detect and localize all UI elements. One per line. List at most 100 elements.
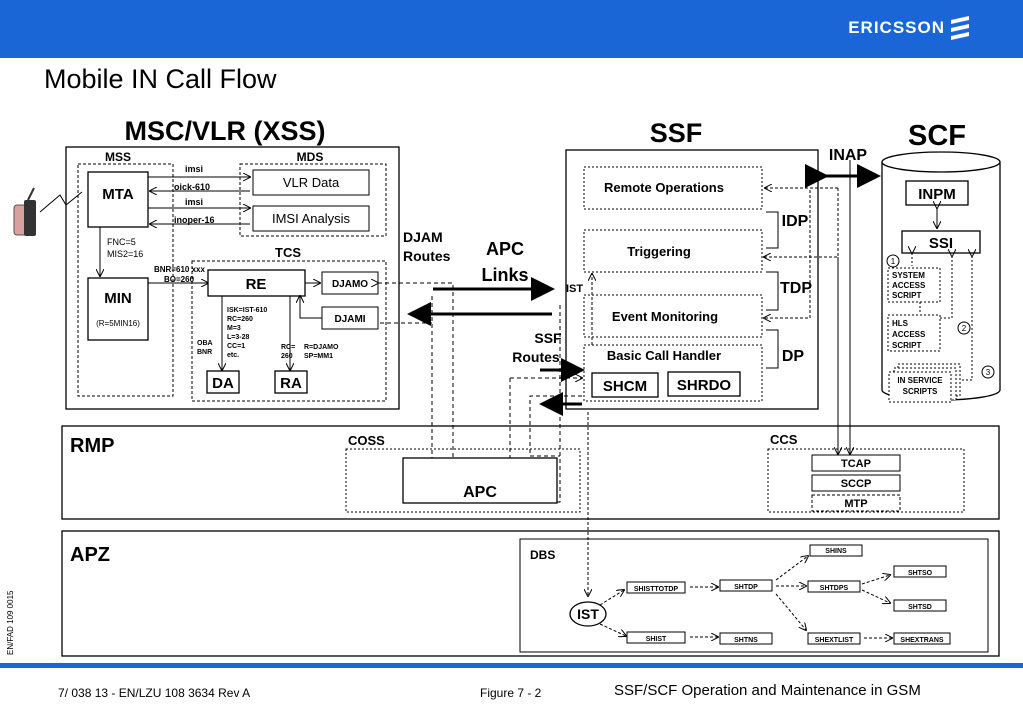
basic-call-box xyxy=(583,344,763,402)
triggering-label: Triggering xyxy=(627,244,691,259)
shisttotdp-label: SHISTTOTDP xyxy=(634,586,679,593)
imsi-analysis-label: IMSI Analysis xyxy=(272,211,351,226)
min-label: MIN xyxy=(104,290,132,307)
triggering-box xyxy=(583,229,763,273)
rc-value: 260 xyxy=(281,353,293,360)
oba-label: OBA xyxy=(197,340,213,347)
brand-name: ERICSSON xyxy=(848,18,945,37)
shextrans-label: SHEXTRANS xyxy=(900,637,944,644)
ericsson-logo-icon xyxy=(951,16,969,40)
footer-bar xyxy=(0,663,1023,668)
tcs-label: TCS xyxy=(275,245,301,260)
mta-box xyxy=(87,171,149,228)
inpm-label: INPM xyxy=(918,186,956,203)
system-access-script xyxy=(887,267,941,303)
apz-box xyxy=(61,530,1000,657)
routes-label: Routes xyxy=(403,248,451,264)
rmp-box xyxy=(61,425,1000,520)
ist-node-label: IST xyxy=(577,606,599,622)
mta-label: MTA xyxy=(102,186,134,203)
footer-course-title: SSF/SCF Operation and Maintenance in GSM xyxy=(614,682,921,699)
ssi-box xyxy=(901,230,981,254)
idp-label: IDP xyxy=(782,213,809,230)
link-imsi-1: imsi xyxy=(185,164,203,174)
page-title: Mobile IN Call Flow xyxy=(44,64,277,94)
da-label: DA xyxy=(212,375,234,392)
shextlist-box xyxy=(807,632,861,645)
shist-box xyxy=(626,631,686,644)
shtns-box xyxy=(719,632,773,645)
apz-title: APZ xyxy=(70,544,110,566)
inap-label: INAP xyxy=(829,147,868,164)
djam-label: DJAM xyxy=(403,229,443,245)
djamo-label: DJAMO xyxy=(332,279,368,290)
tdp-label: TDP xyxy=(780,280,812,297)
script-line: SCRIPT xyxy=(892,341,921,350)
shtsd-box xyxy=(893,599,947,612)
re-param: M=3 xyxy=(227,325,241,332)
script-line: SYSTEM xyxy=(892,271,925,280)
shtdp-box xyxy=(719,579,773,592)
coss-box xyxy=(345,448,581,513)
ssf-title: SSF xyxy=(650,118,703,148)
ist-node xyxy=(569,601,607,627)
shtdp-label: SHTDP xyxy=(734,584,758,591)
mss-label: MSS xyxy=(105,150,131,164)
vlr-data-label: VLR Data xyxy=(283,175,340,190)
doc-id-vertical: EN/FAD 109 0015 xyxy=(6,590,15,655)
dp-label: DP xyxy=(782,348,805,365)
scf-title: SCF xyxy=(908,120,966,152)
ist-ssf-label: IST xyxy=(566,283,583,295)
msc-box xyxy=(65,146,400,410)
ssi-label: SSI xyxy=(929,235,953,252)
mobile-phone-icon xyxy=(13,187,83,236)
re-label: RE xyxy=(246,276,267,293)
da-box xyxy=(206,370,240,394)
msc-title: MSC/VLR (XSS) xyxy=(124,116,325,146)
script-number: 3 xyxy=(986,368,991,377)
shextrans-box xyxy=(893,632,951,645)
footer-doc-ref: 7/ 038 13 - EN/LZU 108 3634 Rev A xyxy=(58,686,251,700)
mss-box xyxy=(77,163,174,397)
shtdps-label: SHTDPS xyxy=(820,585,849,592)
sccp-label: SCCP xyxy=(841,478,872,490)
rdjamo-label: R=DJAMO xyxy=(304,344,339,351)
dbs-box xyxy=(519,538,989,653)
bnr-label-2: BO=260 xyxy=(164,275,195,284)
footer-figure: Figure 7 - 2 xyxy=(480,686,542,700)
script-number: 1 xyxy=(891,257,896,266)
min-box xyxy=(87,277,149,341)
mtp-box xyxy=(811,494,901,512)
script-line: IN SERVICE xyxy=(897,376,943,385)
re-param: RC=260 xyxy=(227,316,253,323)
re-param: CC=1 xyxy=(227,343,245,350)
mtp-label: MTP xyxy=(844,498,867,510)
bnr-label-1: BNR=610 xxx xyxy=(154,265,205,274)
script-number: 2 xyxy=(962,324,967,333)
coss-label: COSS xyxy=(348,433,385,448)
imsi-analysis-box xyxy=(252,205,370,232)
in-service-scripts xyxy=(888,371,952,403)
shcm-box xyxy=(591,372,659,398)
re-params: ISK=IST-610 RC=260 M=3 L=3-28 CC=1 etc. xyxy=(227,307,267,359)
shtdps-box xyxy=(807,580,861,593)
sccp-box xyxy=(811,474,901,492)
mis2-label: MIS2=16 xyxy=(107,249,143,259)
link-imsi-2: imsi xyxy=(185,197,203,207)
mds-label: MDS xyxy=(297,150,324,164)
remote-ops-box xyxy=(583,166,763,210)
shtso-box xyxy=(893,565,947,578)
djami-label: DJAMI xyxy=(334,314,365,325)
apc-box-label: APC xyxy=(463,484,497,501)
header-bar xyxy=(0,0,1023,58)
rc-label: RC= xyxy=(281,344,295,351)
shins-box xyxy=(809,544,863,557)
links-label: Links xyxy=(481,265,528,285)
shist-label: SHIST xyxy=(646,636,667,643)
ssf-routes-label: Routes xyxy=(512,349,560,365)
tcap-box xyxy=(811,454,901,472)
shrdo-label: SHRDO xyxy=(677,377,732,394)
shcm-label: SHCM xyxy=(603,378,647,395)
basic-call-label: Basic Call Handler xyxy=(607,348,721,363)
